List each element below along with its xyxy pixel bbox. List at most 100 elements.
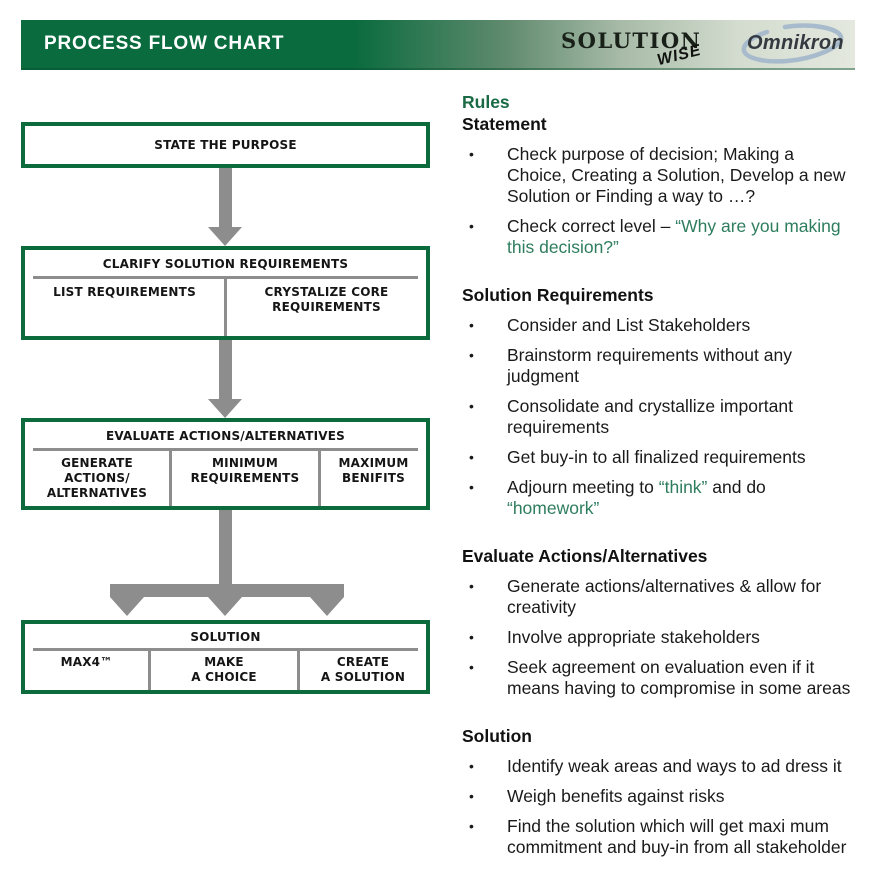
bullet-item: • Get buy-in to all finalized requiremen…	[462, 447, 862, 468]
bullet-text: Generate actions/alternatives & allow fo…	[507, 576, 854, 618]
bullet-text-segment: Get buy-in to all finalized requirements	[507, 447, 806, 467]
bullet-text: Consolidate and crystallize important re…	[507, 396, 854, 438]
rules-title: Rules	[462, 92, 510, 112]
flow-box-title: EVALUATE ACTIONS/ALTERNATIVES	[105, 429, 346, 443]
bullet-text-segment: Check correct level –	[507, 216, 676, 236]
flow-box-clarify-requirements: CLARIFY SOLUTION REQUIREMENTS LIST REQUI…	[21, 246, 430, 340]
bullet-text-segment: Generate actions/alternatives & allow fo…	[507, 576, 822, 617]
down-arrow-1-head-icon	[208, 227, 242, 246]
omnikron-logo-text: Omnikron	[747, 32, 844, 54]
split-arrow-crossbar	[110, 584, 344, 597]
vertical-divider	[169, 451, 172, 506]
flow-box-solution: SOLUTION MAX4™ MAKE A CHOICE CREATE A SO…	[21, 620, 430, 694]
bullet-item: • Consolidate and crystallize important …	[462, 396, 862, 438]
bullet-text-segment: Brainstorm requirements without any judg…	[507, 345, 792, 386]
omnikron-swoosh-icon	[741, 23, 844, 64]
section-heading-evaluate-actions: Evaluate Actions/Alternatives	[462, 546, 708, 566]
flow-cell: MINIMUM REQUIREMENTS	[190, 456, 300, 485]
bullet-dot: •	[469, 449, 474, 465]
bullet-dot: •	[469, 758, 474, 774]
bullet-text-segment: Seek agreement on evaluation even if it …	[507, 657, 851, 698]
split-arrow-left-head-icon	[110, 597, 144, 616]
bullet-text-segment: Involve appropriate stakeholders	[507, 627, 760, 647]
flow-box-state-purpose: STATE THE PURPOSE	[21, 122, 430, 168]
bullet-text-segment: Consolidate and crystallize important re…	[507, 396, 793, 437]
vertical-divider	[148, 651, 151, 690]
bullet-text: Identify weak areas and ways to ad dress…	[507, 756, 854, 777]
flow-cell: GENERATE ACTIONS/ ALTERNATIVES	[46, 456, 148, 500]
rules-panel: Rules Statement • Check purpose of decis…	[462, 92, 862, 867]
bullet-dot: •	[469, 317, 474, 333]
bullet-dot: •	[469, 218, 474, 234]
flow-box-title: SOLUTION	[190, 630, 261, 644]
horizontal-divider	[33, 448, 418, 451]
flow-cell: MAXIMUM BENIFITS	[338, 456, 409, 485]
omnikron-logo: Omnikron	[733, 22, 855, 66]
down-arrow-2-head-icon	[208, 399, 242, 418]
horizontal-divider	[33, 648, 418, 651]
bullet-text-segment: Adjourn meeting to	[507, 477, 659, 497]
bullet-item: • Find the solution which will get maxi …	[462, 816, 862, 858]
section-heading-solution-requirements: Solution Requirements	[462, 285, 654, 305]
bullet-dot: •	[469, 146, 474, 162]
bullet-text-segment: Weigh benefits against risks	[507, 786, 725, 806]
bullet-text: Involve appropriate stakeholders	[507, 627, 854, 648]
down-arrow-2-stem	[219, 340, 232, 400]
bullet-text-segment: Find the solution which will get maxi mu…	[507, 816, 847, 857]
bullet-dot: •	[469, 347, 474, 363]
bullet-item: • Check correct level – “Why are you mak…	[462, 216, 862, 258]
bullet-text-segment: Identify weak areas and ways to ad dress…	[507, 756, 842, 776]
bullet-item: • Brainstorm requirements without any ju…	[462, 345, 862, 387]
bullet-text: Consider and List Stakeholders	[507, 315, 854, 336]
flow-cell: LIST REQUIREMENTS	[53, 285, 196, 299]
bullet-text-segment: Check purpose of decision; Making a Choi…	[507, 144, 846, 206]
bullet-text: Find the solution which will get maxi mu…	[507, 816, 854, 858]
flow-cell: MAX4™	[60, 655, 113, 669]
bullet-text: Check purpose of decision; Making a Choi…	[507, 144, 854, 207]
bullet-item: • Check purpose of decision; Making a Ch…	[462, 144, 862, 207]
bullet-dot: •	[469, 629, 474, 645]
down-arrow-1-stem	[219, 168, 232, 228]
bullet-dot: •	[469, 818, 474, 834]
bullet-item: • Generate actions/alternatives & allow …	[462, 576, 862, 618]
flow-box-evaluate-actions: EVALUATE ACTIONS/ALTERNATIVES GENERATE A…	[21, 418, 430, 510]
bullet-dot: •	[469, 578, 474, 594]
bullet-item: • Seek agreement on evaluation even if i…	[462, 657, 862, 699]
header-bar: PROCESS FLOW CHART SOLUTION WISE Omnikro…	[21, 20, 855, 70]
bullet-text: Get buy-in to all finalized requirements	[507, 447, 854, 468]
bullet-item: • Consider and List Stakeholders	[462, 315, 862, 336]
bullet-text: Seek agreement on evaluation even if it …	[507, 657, 854, 699]
solutionwise-logo-text: SOLUTION	[561, 28, 702, 53]
bullet-item: • Weigh benefits against risks	[462, 786, 862, 807]
bullet-item: • Adjourn meeting to “think” and do “hom…	[462, 477, 862, 519]
solutionwise-logo: SOLUTION WISE	[561, 24, 731, 69]
bullet-item: • Identify weak areas and ways to ad dre…	[462, 756, 862, 777]
flow-box-title: CLARIFY SOLUTION REQUIREMENTS	[102, 257, 349, 271]
bullet-text-green-segment: “think”	[658, 477, 708, 497]
split-arrow-right-head-icon	[310, 597, 344, 616]
flow-box-title: STATE THE PURPOSE	[154, 138, 297, 152]
bullet-text: Check correct level – “Why are you makin…	[507, 216, 854, 258]
bullet-text-segment: Consider and List Stakeholders	[507, 315, 751, 335]
horizontal-divider	[33, 276, 418, 279]
bullet-text: Weigh benefits against risks	[507, 786, 854, 807]
bullet-dot: •	[469, 398, 474, 414]
bullet-text: Adjourn meeting to “think” and do “homew…	[507, 477, 854, 519]
bullet-dot: •	[469, 788, 474, 804]
flow-cell: CREATE A SOLUTION	[320, 655, 406, 684]
vertical-divider	[224, 279, 227, 336]
bullet-dot: •	[469, 659, 474, 675]
page-title: PROCESS FLOW CHART	[44, 33, 285, 54]
section-heading-solution: Solution	[462, 726, 532, 746]
bullet-item: • Involve appropriate stakeholders	[462, 627, 862, 648]
vertical-divider	[318, 451, 321, 506]
section-heading-statement: Statement	[462, 114, 547, 134]
vertical-divider	[297, 651, 300, 690]
bullet-text-segment: and do	[707, 477, 766, 497]
bullet-text: Brainstorm requirements without any judg…	[507, 345, 854, 387]
flow-cell: MAKE A CHOICE	[191, 655, 257, 684]
split-arrow-stem	[219, 510, 232, 584]
split-arrow-center-head-icon	[208, 597, 242, 616]
bullet-text-green-segment: “homework”	[507, 498, 600, 518]
